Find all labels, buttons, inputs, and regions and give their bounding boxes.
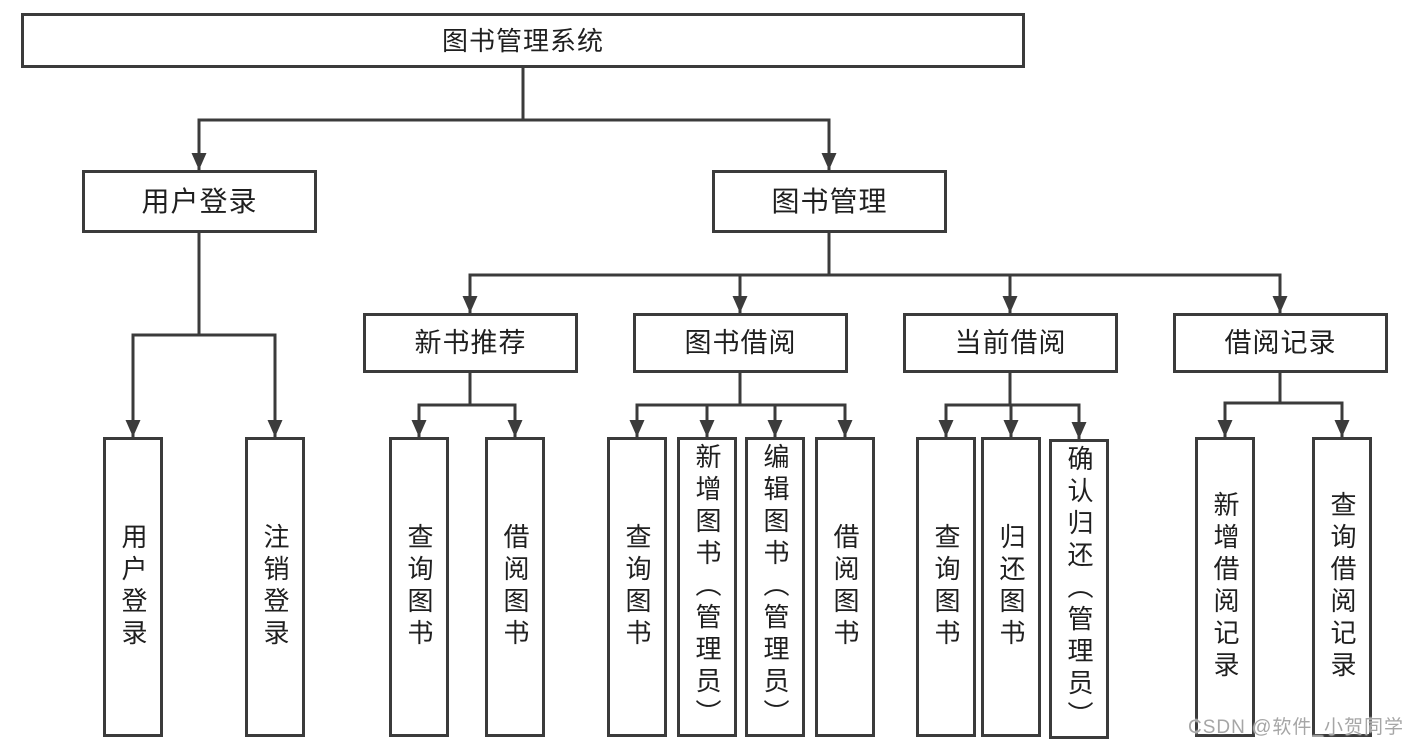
node-label: 归还图书 (996, 523, 1026, 651)
node-query-books-current: 查询图书 (916, 437, 976, 737)
node-book-borrow: 图书借阅 (633, 313, 848, 373)
node-borrow-books-recommend: 借阅图书 (485, 437, 545, 737)
node-label: 图书管理 (771, 185, 888, 217)
node-user-login: 用户登录 (103, 437, 163, 737)
node-query-books-recommend: 查询图书 (389, 437, 449, 737)
node-label: 新增借阅记录 (1210, 491, 1240, 683)
node-label: 新书推荐 (414, 327, 527, 358)
node-label: 确认归还（管理员） (1064, 445, 1094, 733)
node-edit-books-admin: 编辑图书（管理员） (745, 437, 805, 737)
node-label: 借阅图书 (500, 523, 530, 651)
node-query-books-borrow: 查询图书 (607, 437, 667, 737)
node-label: 用户登录 (118, 523, 148, 651)
node-label: 新增图书（管理员） (692, 443, 722, 731)
node-label: 用户登录 (141, 185, 258, 217)
node-label: 借阅图书 (830, 523, 860, 651)
node-book-management-branch: 图书管理 (712, 170, 947, 233)
node-label: 查询借阅记录 (1327, 491, 1357, 683)
node-library-management-system: 图书管理系统 (21, 13, 1025, 68)
node-label: 借阅记录 (1224, 327, 1337, 358)
node-borrow-records: 借阅记录 (1173, 313, 1388, 373)
node-label: 查询图书 (622, 523, 652, 651)
node-new-book-recommend: 新书推荐 (363, 313, 578, 373)
node-return-books: 归还图书 (981, 437, 1041, 737)
node-label: 查询图书 (931, 523, 961, 651)
node-label: 查询图书 (404, 523, 434, 651)
node-query-borrow-record: 查询借阅记录 (1312, 437, 1372, 737)
node-borrow-books: 借阅图书 (815, 437, 875, 737)
node-label: 图书借阅 (684, 327, 797, 358)
node-logout: 注销登录 (245, 437, 305, 737)
node-label: 当前借阅 (954, 327, 1067, 358)
node-add-books-admin: 新增图书（管理员） (677, 437, 737, 737)
node-confirm-return-admin: 确认归还（管理员） (1049, 439, 1109, 739)
csdn-watermark: CSDN @软件_小贺同学 (1188, 717, 1404, 738)
node-label: 图书管理系统 (441, 25, 604, 56)
node-label: 注销登录 (260, 523, 290, 651)
node-current-borrow: 当前借阅 (903, 313, 1118, 373)
node-label: 编辑图书（管理员） (760, 443, 790, 731)
node-user-login-branch: 用户登录 (82, 170, 317, 233)
node-add-borrow-record: 新增借阅记录 (1195, 437, 1255, 737)
